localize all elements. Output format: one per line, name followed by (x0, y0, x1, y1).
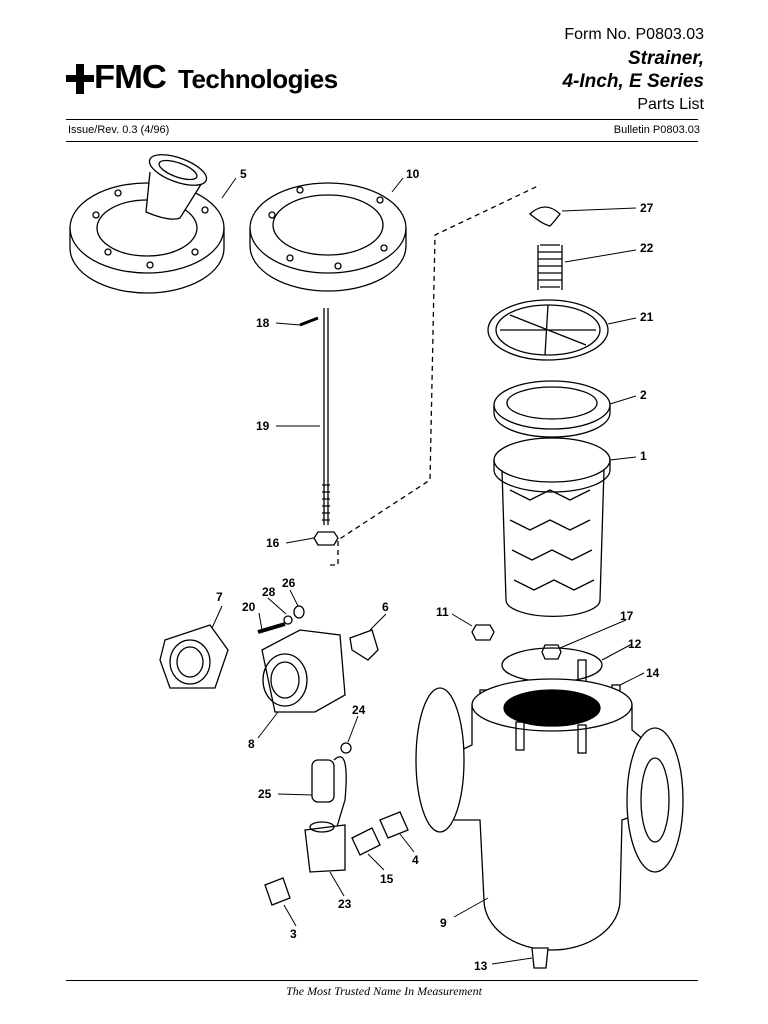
callout-label: 3 (290, 927, 297, 941)
part-4-drawing (379, 811, 409, 839)
callout-label: 5 (240, 167, 247, 181)
document-subtitle: Parts List (637, 96, 704, 113)
part-22-drawing (537, 244, 563, 290)
callout-label: 7 (216, 590, 223, 604)
callout-label: 13 (474, 959, 488, 973)
callout-label: 19 (256, 419, 270, 433)
callout-label: 17 (620, 609, 634, 623)
header-rule-bottom (66, 141, 698, 142)
part-24-drawing (340, 742, 352, 754)
part-10-drawing (249, 182, 407, 292)
part-3-drawing (264, 877, 291, 906)
part-28-drawing (283, 615, 293, 625)
issue-revision: Issue/Rev. 0.3 (4/96) (68, 124, 170, 136)
part-27-drawing (529, 206, 561, 227)
callout-label: 26 (282, 576, 296, 590)
part-9-drawing (415, 678, 684, 951)
leader-lines (211, 177, 645, 965)
callout-label: 16 (266, 536, 280, 550)
part-19-drawing (322, 308, 330, 525)
part-7-drawing (159, 624, 229, 689)
company-logo: FMC Technologies (66, 58, 366, 102)
part-13-drawing (531, 947, 549, 969)
callout-label: 8 (248, 737, 255, 751)
part-26-drawing (293, 605, 305, 619)
callout-label: 9 (440, 916, 447, 930)
part-18-drawing (299, 316, 319, 327)
part-20-drawing (257, 622, 286, 634)
logo-text: Technologies (178, 64, 338, 94)
footer-tagline: The Most Trusted Name In Measurement (286, 984, 482, 998)
callout-label: 18 (256, 316, 270, 330)
logo-cross-icon (66, 64, 94, 94)
part-6-drawing (349, 629, 379, 661)
callout-label: 10 (406, 167, 420, 181)
callout-label: 1 (640, 449, 647, 463)
part-5-drawing (69, 154, 225, 294)
part-15-drawing (351, 827, 381, 856)
callout-label: 4 (412, 853, 419, 867)
callout-label: 20 (242, 600, 256, 614)
part-23-drawing (304, 821, 346, 873)
form-number: Form No. P0803.03 (564, 26, 704, 43)
callout-label: 23 (338, 897, 352, 911)
callout-label: 11 (436, 605, 449, 619)
document-title-line2: 4-Inch, E Series (562, 71, 704, 92)
callout-label: 15 (380, 872, 394, 886)
callout-label: 21 (640, 310, 654, 324)
footer-rule (66, 980, 698, 981)
callout-label: 12 (628, 637, 642, 651)
callout-label: 2 (640, 388, 647, 402)
callout-label: 28 (262, 585, 276, 599)
part-8-drawing (261, 629, 346, 713)
part-25-drawing (311, 756, 347, 851)
header-rule-top (66, 119, 698, 120)
bulletin-number: Bulletin P0803.03 (613, 124, 700, 136)
part-16-drawing (313, 531, 339, 546)
callout-label: 27 (640, 201, 654, 215)
logo-mark: FMC (94, 58, 167, 95)
assembly-path-line (330, 184, 541, 566)
part-1-drawing (493, 437, 611, 617)
callout-label: 6 (382, 600, 389, 614)
part-17-drawing (541, 644, 562, 660)
callout-label: 22 (640, 241, 654, 255)
callout-label: 25 (258, 787, 272, 801)
document-title-line1: Strainer, (627, 48, 704, 69)
part-2-drawing (493, 380, 611, 438)
part-21-drawing (487, 299, 609, 361)
callout-label: 24 (352, 703, 366, 717)
callout-label: 14 (646, 666, 660, 680)
part-11-drawing (471, 624, 495, 641)
